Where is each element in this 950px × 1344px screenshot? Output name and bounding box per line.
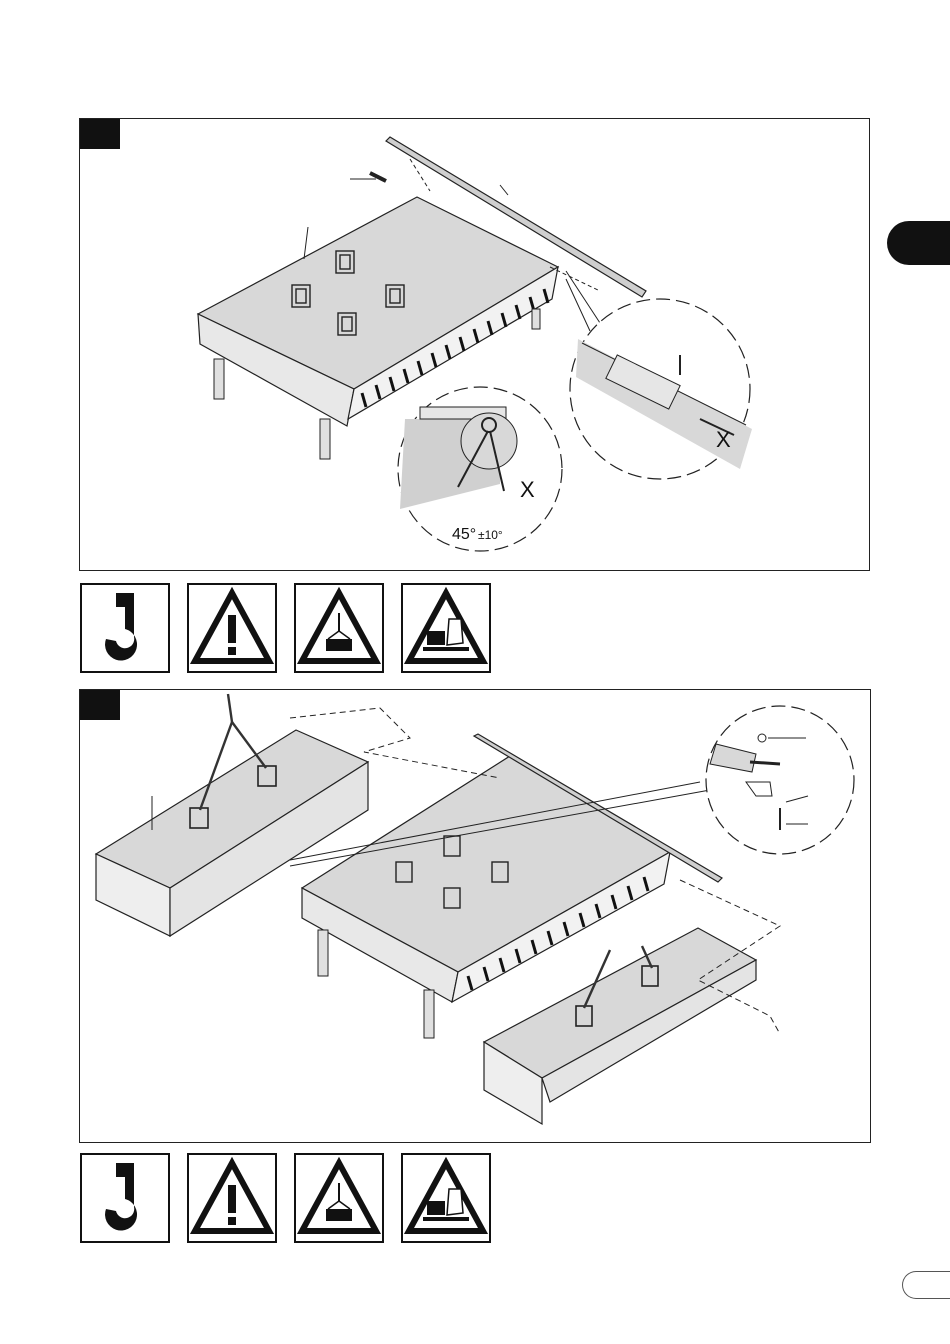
safety-icons-row-2 (80, 1153, 491, 1243)
detail-mark-right: X (716, 427, 731, 452)
detail-mark-left: X (520, 477, 535, 502)
crane-hook-icon (80, 583, 170, 673)
figure-1-panel: X 45° ±10° X (79, 118, 870, 571)
general-warning-icon (187, 583, 277, 673)
chapter-tab (887, 221, 950, 265)
figure-1-illustration: X 45° ±10° X (80, 119, 871, 572)
figure-2-panel (79, 689, 871, 1143)
leg-front (320, 419, 330, 459)
detail-tolerance: ±10° (478, 528, 503, 542)
crushing-hazard-warning-icon (401, 583, 491, 673)
detail-circle (706, 706, 854, 854)
leg-left (214, 359, 224, 399)
leader-deck (304, 227, 308, 259)
figure-2-illustration (80, 690, 872, 1144)
crane-hook-icon (80, 1153, 170, 1243)
safety-icons-row-1 (80, 583, 491, 673)
page-number-tab (902, 1271, 950, 1299)
detail-angle: 45° (452, 526, 476, 543)
crushing-hazard-warning-icon (401, 1153, 491, 1243)
general-warning-icon (187, 1153, 277, 1243)
suspended-load-warning-icon (294, 1153, 384, 1243)
suspended-load-warning-icon (294, 583, 384, 673)
leg-right (532, 309, 540, 329)
